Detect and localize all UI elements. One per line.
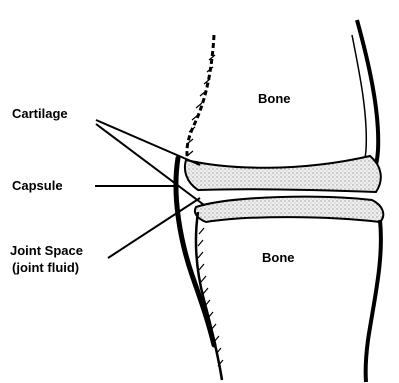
cartilage-label: Cartilage <box>12 106 68 121</box>
lower-bone-right-edge <box>366 220 381 382</box>
upper-cartilage <box>185 156 381 192</box>
lower-cartilage <box>195 197 383 222</box>
cartilage-leader-line-upper <box>96 120 200 165</box>
bone-label-top: Bone <box>258 91 291 106</box>
joint-fluid-label: (joint fluid) <box>12 260 79 275</box>
bone-label-bottom: Bone <box>262 250 295 265</box>
joint-space-label: Joint Space <box>10 243 83 258</box>
capsule-label: Capsule <box>12 178 63 193</box>
upper-bone-left-edge <box>187 35 214 168</box>
